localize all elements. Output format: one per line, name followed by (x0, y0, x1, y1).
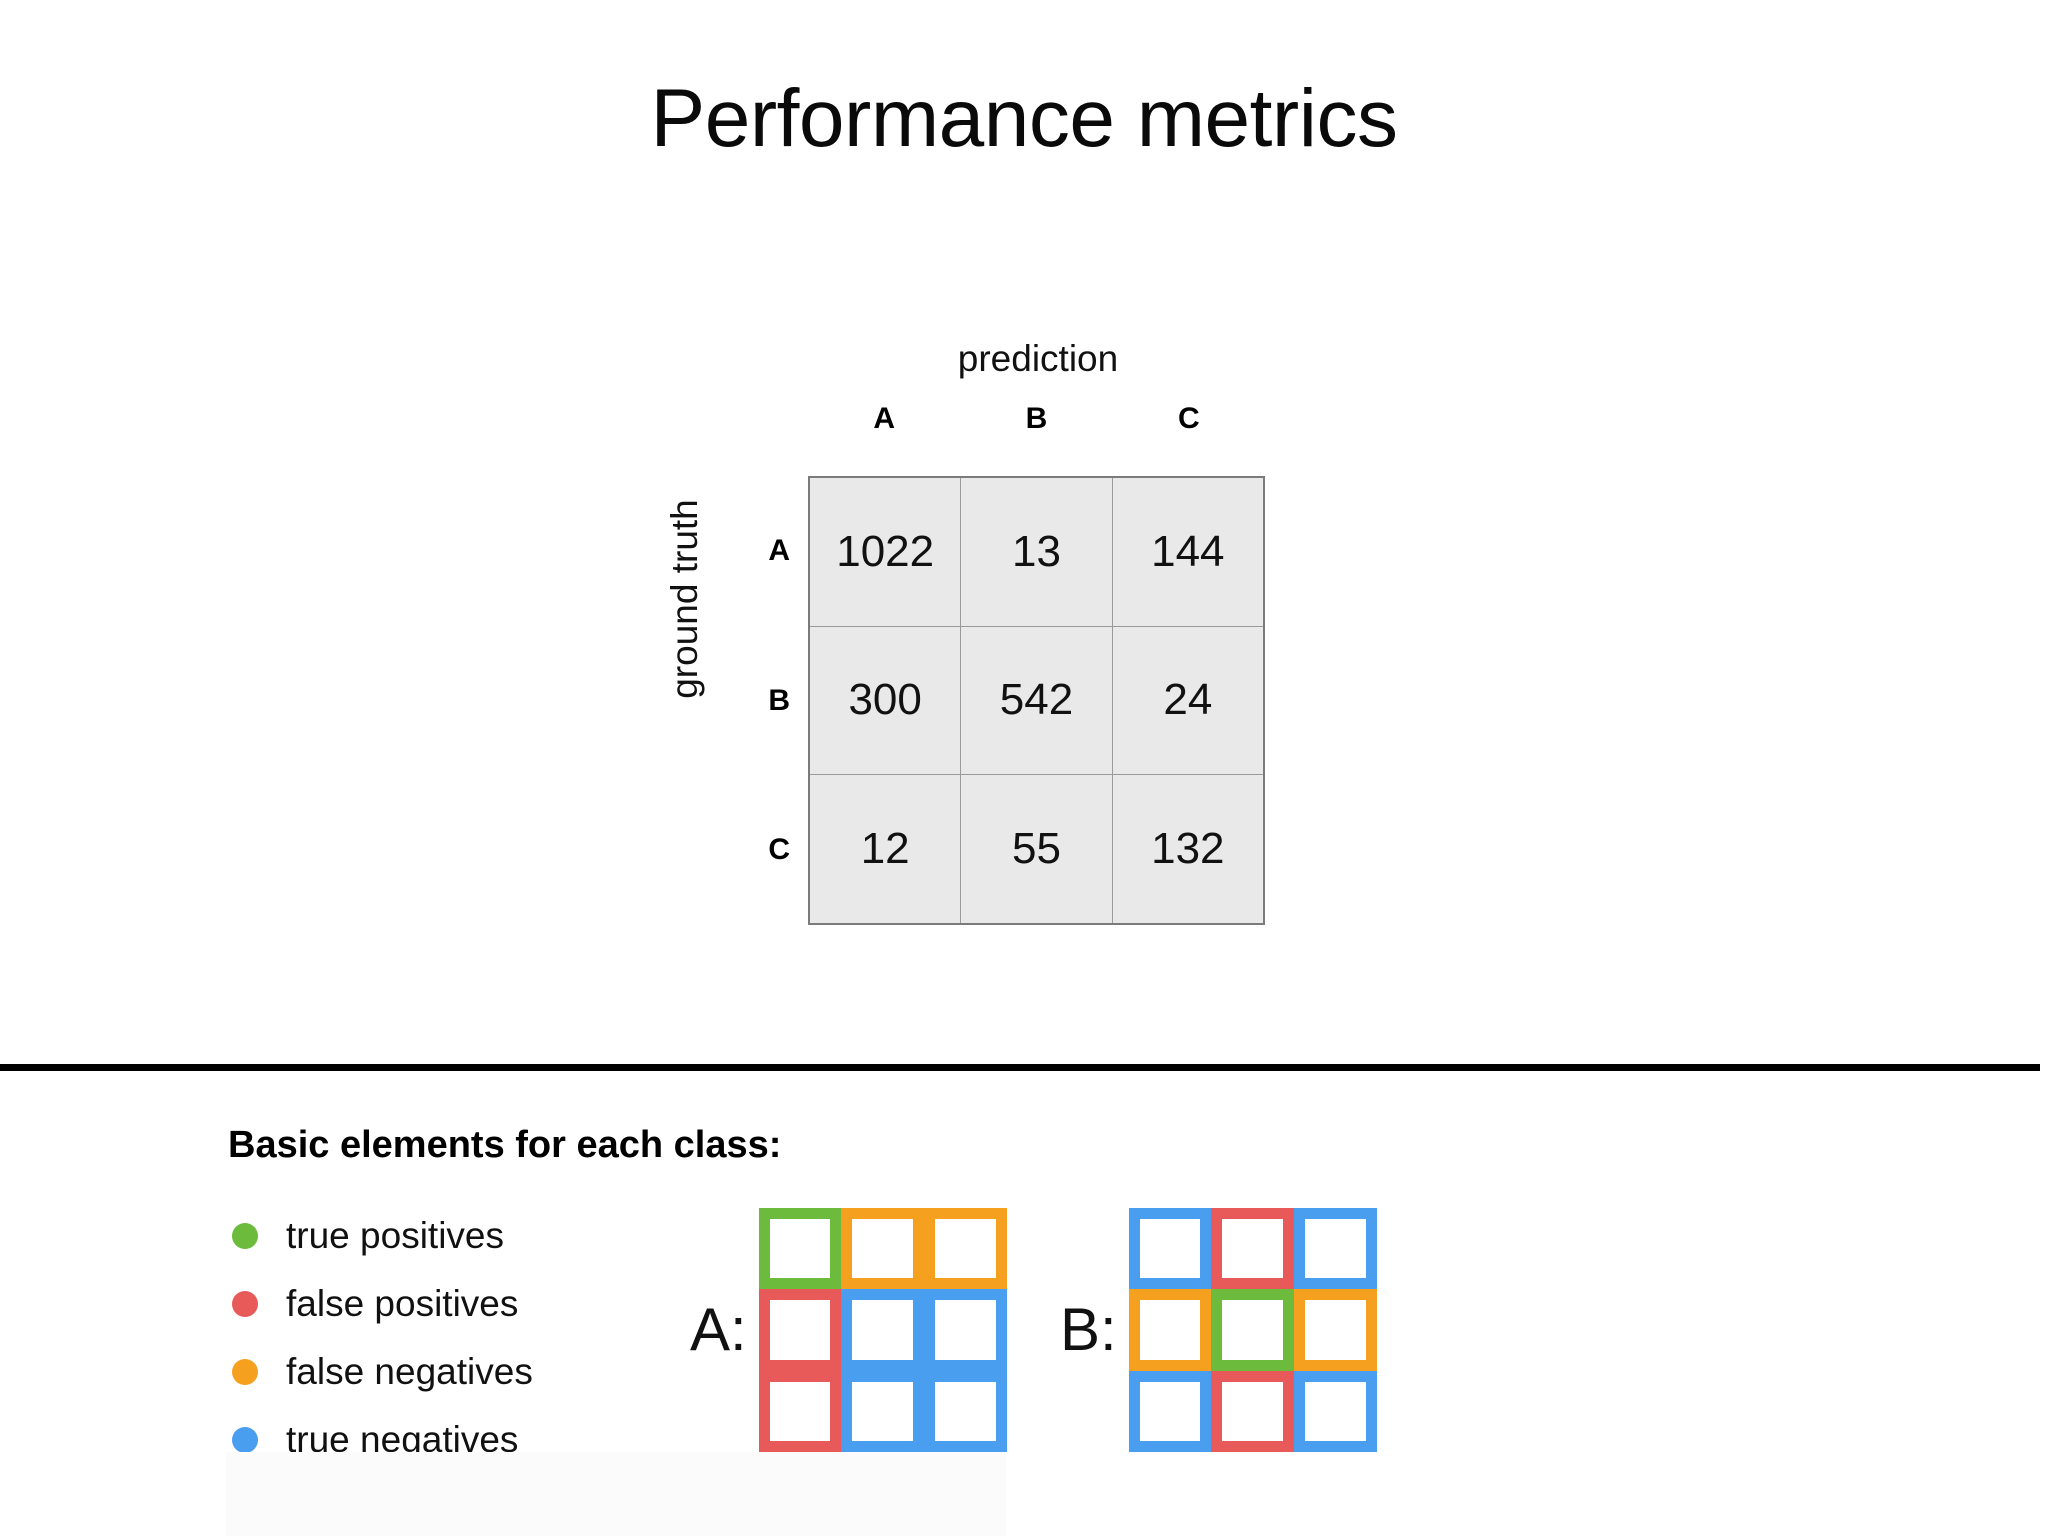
ground-truth-axis-label: ground truth (664, 499, 705, 699)
class-a-cell-2-2 (924, 1370, 1007, 1452)
matrix-cell-b-b: 542 (961, 626, 1112, 775)
legend-item-false-positives: false positives (232, 1270, 652, 1338)
true-positive-dot-icon (232, 1223, 258, 1249)
matrix-cell-c-c: 132 (1112, 775, 1263, 923)
legend-list: true positives false positives false neg… (232, 1202, 652, 1474)
matrix-column-header-c: C (1177, 402, 1200, 435)
class-b-cell-2-2 (1294, 1370, 1377, 1452)
class-diagram-a-label: A: (690, 1296, 747, 1363)
matrix-column-header-b: B (1025, 402, 1048, 435)
section-divider (0, 1064, 2040, 1071)
class-a-cell-0-0 (758, 1208, 842, 1290)
class-b-cell-0-2 (1294, 1208, 1377, 1290)
matrix-column-header-a: A (873, 402, 895, 435)
legend-label-false-positives: false positives (286, 1283, 519, 1324)
class-a-cell-0-1 (841, 1208, 925, 1290)
class-diagram-a: A: (690, 1208, 1007, 1452)
class-b-cell-1-2 (1294, 1289, 1377, 1371)
class-a-cell-1-2 (924, 1289, 1007, 1371)
page-title: Performance metrics (650, 73, 1398, 164)
legend-item-true-positives: true positives (232, 1202, 652, 1270)
class-diagram-b: B: (1060, 1208, 1377, 1452)
prediction-axis-label: prediction (957, 338, 1119, 379)
matrix-row-header-a: A (768, 533, 790, 567)
matrix-cell-a-b: 13 (961, 478, 1112, 626)
matrix-cell-c-a: 12 (810, 775, 961, 923)
confusion-matrix: prediction ground truth A B C A B C 1022… (620, 320, 1300, 940)
false-negative-dot-icon (232, 1359, 258, 1385)
true-negative-dot-icon (232, 1427, 258, 1453)
class-diagram-a-grid (758, 1208, 1007, 1452)
class-a-cell-1-1 (841, 1289, 925, 1371)
class-a-cell-0-2 (924, 1208, 1007, 1290)
class-a-cell-2-0 (758, 1370, 842, 1452)
legend-item-false-negatives: false negatives (232, 1338, 652, 1406)
false-positive-dot-icon (232, 1291, 258, 1317)
class-a-cell-1-0 (758, 1289, 842, 1371)
legend-label-false-negatives: false negatives (286, 1351, 533, 1392)
matrix-grid: 1022 13 144 300 542 24 12 55 132 (808, 476, 1265, 925)
page-bottom-wash (226, 1452, 1006, 1536)
class-diagram-b-label: B: (1060, 1296, 1117, 1363)
class-b-cell-2-0 (1128, 1370, 1212, 1452)
matrix-cell-b-c: 24 (1112, 626, 1263, 775)
matrix-row-header-c: C (768, 833, 790, 867)
matrix-cell-c-b: 55 (961, 775, 1112, 923)
matrix-cell-b-a: 300 (810, 626, 961, 775)
class-b-cell-1-0 (1128, 1289, 1212, 1371)
class-a-cell-2-1 (841, 1370, 925, 1452)
class-b-cell-0-1 (1211, 1208, 1295, 1290)
class-diagram-b-grid (1128, 1208, 1377, 1452)
legend-heading: Basic elements for each class: (228, 1124, 782, 1166)
matrix-row-header-b: B (768, 683, 790, 717)
class-b-cell-0-0 (1128, 1208, 1212, 1290)
matrix-cell-a-a: 1022 (810, 478, 961, 626)
matrix-column-headers: A B C (808, 402, 1265, 436)
matrix-row-headers: A B C (716, 476, 794, 925)
class-b-cell-1-1 (1211, 1289, 1295, 1371)
matrix-cell-a-c: 144 (1112, 478, 1263, 626)
legend-label-true-positives: true positives (286, 1215, 504, 1256)
class-b-cell-2-1 (1211, 1370, 1295, 1452)
